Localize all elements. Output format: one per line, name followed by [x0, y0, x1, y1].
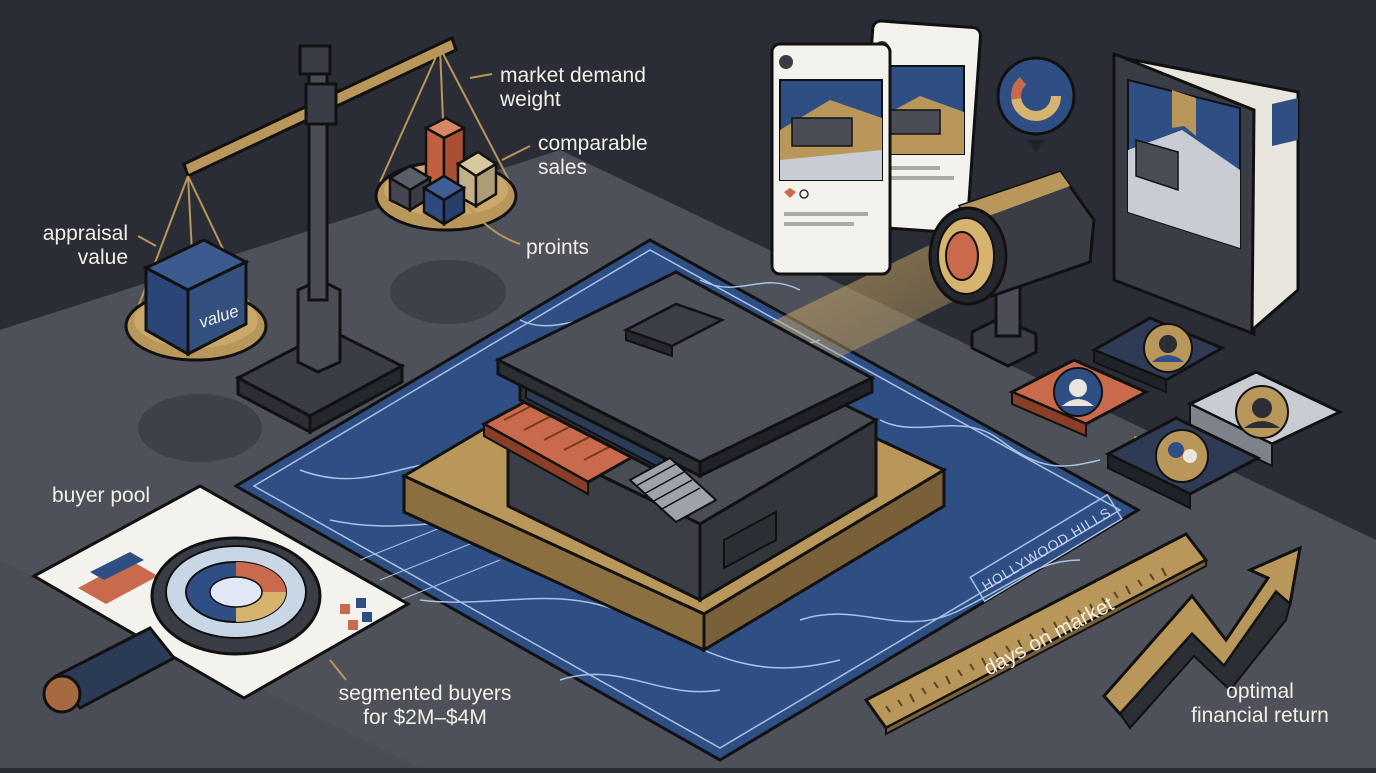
optimal-return-line1: optimal [1226, 680, 1294, 703]
buyer-avatar-icon [1104, 416, 1262, 510]
comparable-sales-label: comparable sales [538, 132, 648, 180]
growth-arrow-icon [1101, 545, 1302, 730]
house-model-icon [400, 270, 948, 653]
points-label: proints [526, 236, 590, 259]
leader-line [469, 73, 493, 79]
comparable-sales-blocks [387, 116, 499, 227]
optimal-return-line2: financial return [1191, 704, 1329, 727]
comparable-sales-line2: sales [538, 156, 588, 179]
segmented-buyers-line2: for $2M–$4M [363, 706, 487, 729]
floor-shadow [138, 394, 262, 462]
pie-chart-pin-icon [996, 56, 1076, 152]
buyer-pool-label: buyer pool [52, 484, 151, 507]
leader-line [329, 659, 347, 681]
segmented-buyers-label: segmented buyers for $2M–$4M [320, 682, 530, 730]
appraisal-value-line2: value [77, 246, 128, 269]
appraisal-value-label: appraisal value [20, 222, 128, 270]
value-cube [142, 238, 250, 357]
social-post-icon [770, 42, 892, 276]
optimal-return-label: optimal financial return [1160, 680, 1360, 728]
leader-line [137, 235, 157, 247]
market-demand-line2: weight [500, 88, 561, 111]
market-demand-label: market demand weight [500, 64, 646, 112]
segmented-buyers-line1: segmented buyers [338, 682, 512, 705]
floor-shadow [390, 260, 506, 324]
spotlight-icon [928, 170, 1096, 368]
leader-line [501, 145, 531, 161]
buyer-avatar-icon [1090, 316, 1226, 394]
magnifying-glass-icon [42, 536, 322, 714]
market-demand-line1: market demand [500, 64, 646, 87]
ruler-icon [863, 532, 1209, 736]
buyer-avatar-icon [1008, 358, 1150, 438]
buyer-avatar-icon [1186, 370, 1344, 468]
comparable-sales-line1: comparable [538, 132, 648, 155]
leader-line [465, 203, 521, 245]
appraisal-value-line1: appraisal [42, 222, 128, 245]
brochure-icon [1112, 51, 1300, 465]
